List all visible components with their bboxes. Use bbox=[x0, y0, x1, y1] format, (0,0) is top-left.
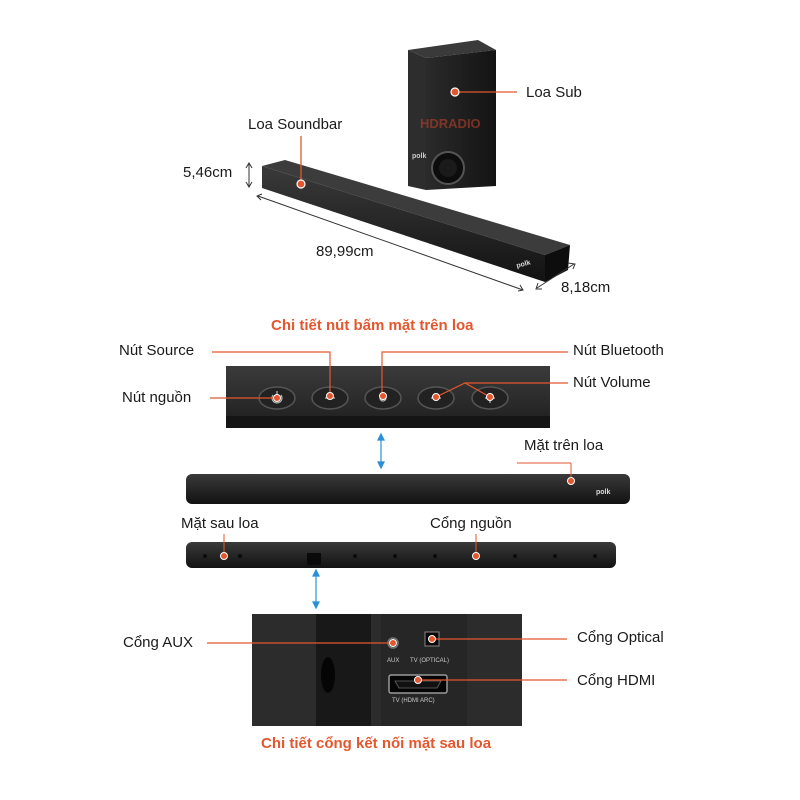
dimension-lines bbox=[245, 162, 576, 292]
buttons-section-title: Chi tiết nút bấm mặt trên loa bbox=[271, 317, 474, 334]
hdmi-port-text: TV (HDMI ARC) bbox=[392, 698, 435, 704]
soundbar-main: polk bbox=[262, 160, 570, 282]
power-button-label: Nút nguồn bbox=[122, 389, 192, 406]
bar-brand-mark: polk bbox=[516, 259, 532, 270]
optical-port-text: TV (OPTICAL) bbox=[410, 658, 449, 664]
button-markers bbox=[273, 392, 494, 402]
top-face-label: Mặt trên loa bbox=[524, 437, 604, 454]
bluetooth-button-label: Nút Bluetooth bbox=[573, 342, 664, 359]
port-markers bbox=[389, 635, 436, 684]
soundbar-back-view bbox=[186, 542, 616, 568]
soundbar-marker bbox=[296, 179, 306, 189]
aux-port-text: AUX bbox=[387, 658, 399, 664]
top-view-brand-mark: polk bbox=[596, 489, 610, 496]
soundbar-label: Loa Soundbar bbox=[248, 116, 343, 133]
top-leaders bbox=[300, 91, 517, 184]
watermark: HDRADIO bbox=[420, 116, 481, 131]
sub-marker bbox=[450, 87, 460, 97]
connector-arrows bbox=[312, 432, 385, 610]
back-face-marker bbox=[220, 552, 228, 560]
hdmi-port-label: Cổng HDMI bbox=[577, 672, 656, 689]
height-dimension: 5,46cm bbox=[183, 164, 233, 181]
subwoofer: polk bbox=[408, 40, 496, 190]
optical-port-label: Cổng Optical bbox=[577, 629, 664, 646]
depth-dimension: 8,18cm bbox=[561, 279, 611, 296]
source-button-label: Nút Source bbox=[119, 342, 195, 359]
power-port-marker bbox=[472, 552, 480, 560]
soundbar-top-view: polk bbox=[186, 474, 630, 504]
volume-button-label: Nút Volume bbox=[573, 374, 651, 391]
back-face-label: Mặt sau loa bbox=[181, 515, 259, 532]
ports-section-title: Chi tiết cổng kết nối mặt sau loa bbox=[261, 735, 492, 752]
port-leaders bbox=[207, 638, 567, 681]
button-leaders bbox=[210, 351, 568, 399]
top-face-marker bbox=[567, 477, 575, 485]
sub-brand-mark: polk bbox=[412, 153, 426, 160]
sub-label: Loa Sub bbox=[526, 84, 582, 101]
ports-panel: AUX TV (OPTICAL) TV (HDMI ARC) bbox=[252, 614, 522, 726]
length-dimension: 89,99cm bbox=[316, 243, 374, 260]
aux-port-label: Cổng AUX bbox=[123, 634, 194, 651]
power-port-label: Cổng nguồn bbox=[430, 515, 512, 532]
